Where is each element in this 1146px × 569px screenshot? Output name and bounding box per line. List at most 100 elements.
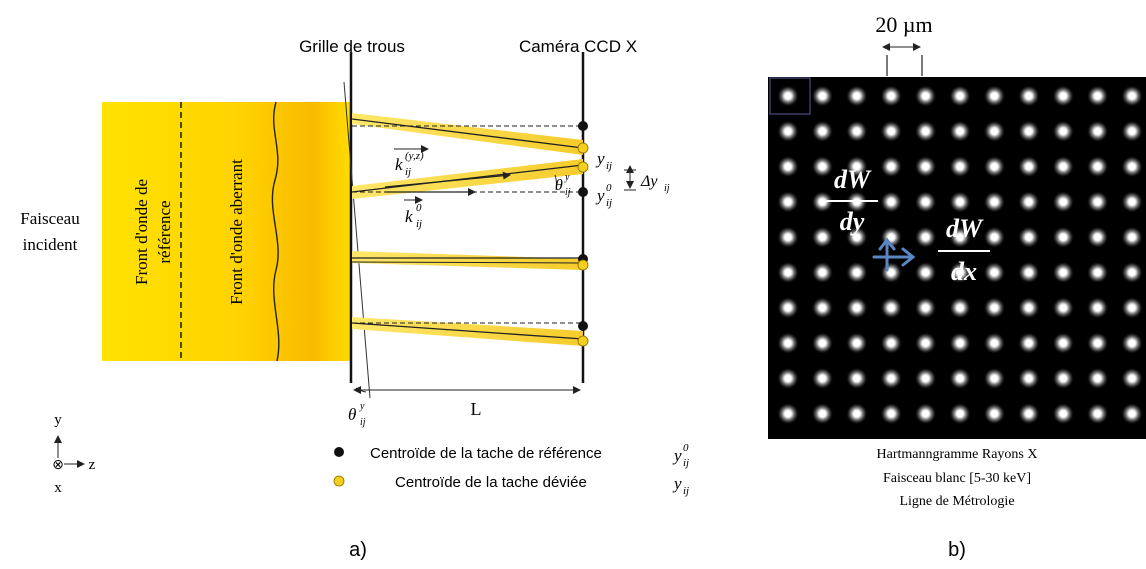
- reference-spot: [578, 321, 588, 331]
- hartmann-spot-core: [784, 410, 792, 417]
- hartmann-spot-core: [991, 339, 998, 347]
- dw-dy-den: dy: [840, 207, 865, 236]
- hartmann-spot-core: [888, 198, 895, 206]
- hartmann-spot-core: [1094, 92, 1101, 100]
- ray-3: [352, 251, 583, 270]
- hartmann-spot-core: [1060, 198, 1067, 206]
- hartmann-spot-core: [1128, 128, 1136, 135]
- hartmann-spot-core: [1060, 410, 1067, 417]
- hartmann-spot-core: [991, 375, 998, 382]
- hartmann-spot-core: [1094, 128, 1101, 135]
- hartmann-spot-core: [1060, 339, 1067, 347]
- hartmann-spot-core: [1060, 128, 1067, 135]
- hartmann-spot-core: [784, 198, 792, 206]
- hartmann-spot-core: [1025, 163, 1033, 170]
- camera-title: Caméra CCD X: [519, 37, 637, 56]
- hartmann-spot-core: [1025, 410, 1033, 417]
- hartmann-spot-core: [1128, 163, 1136, 170]
- delta-sub: ij: [664, 183, 670, 194]
- k-yz-vector: [384, 171, 511, 188]
- hartmann-spot-core: [853, 410, 860, 417]
- hartmann-spot-core: [991, 410, 998, 417]
- y0-label: y: [595, 186, 605, 205]
- hartmann-spot-core: [1025, 375, 1033, 382]
- hartmann-spot-core: [1025, 198, 1033, 206]
- hartmann-spot-core: [1025, 304, 1033, 311]
- panel-a: Front d'onde de référence Front d'onde a…: [20, 37, 689, 561]
- hartmann-spot-core: [819, 128, 826, 135]
- hartmann-spot-core: [1094, 163, 1101, 170]
- legend-ref-sup: 0: [683, 442, 689, 454]
- hartmann-spot-core: [922, 198, 929, 206]
- hartmann-spot-core: [819, 304, 826, 311]
- hartmann-spot-core: [956, 375, 964, 382]
- k0-sup: 0: [416, 202, 422, 214]
- hartmann-spot-core: [888, 163, 895, 170]
- hartmann-spot-core: [819, 375, 826, 382]
- legend-ref-marker: [334, 447, 344, 457]
- grid-theta-label: θ: [348, 405, 356, 424]
- front-reference-label-2: référence: [155, 200, 174, 263]
- hartmann-spot-core: [784, 304, 792, 311]
- hartmann-spot-core: [819, 163, 826, 170]
- beam-label-2: incident: [23, 235, 78, 254]
- hartmann-spot-core: [922, 234, 929, 241]
- front-aberrant-label: Front d'onde aberrant: [227, 159, 246, 305]
- scale-label: 20 µm: [875, 12, 932, 37]
- k-yz-sup: (y,z): [405, 150, 424, 162]
- dw-dy-fraction: dW dy: [826, 165, 878, 236]
- hartmann-spot-core: [922, 163, 929, 170]
- theta-label: θ: [555, 177, 563, 194]
- hartmann-spot-core: [956, 128, 964, 135]
- hartmann-spot-core: [819, 410, 826, 417]
- caption-line-2: Faisceau blanc [5-30 keV]: [883, 471, 1031, 486]
- hartmann-spot-core: [922, 92, 929, 100]
- hartmann-spot-core: [1128, 410, 1136, 417]
- theta-sup: y: [564, 172, 570, 183]
- k-yz-label: k: [395, 155, 403, 174]
- hartmann-spot-core: [853, 339, 860, 347]
- hartmann-spot-core: [1094, 234, 1101, 241]
- hartmann-spot-core: [1094, 410, 1101, 417]
- hartmann-spot-core: [784, 128, 792, 135]
- hartmann-spot-core: [922, 339, 929, 347]
- hartmann-spot-core: [819, 269, 826, 276]
- hartmann-spot-core: [1060, 269, 1067, 276]
- hartmann-spot-core: [888, 269, 895, 276]
- incident-beam: [102, 102, 350, 361]
- hartmann-spot-core: [991, 304, 998, 311]
- hartmann-spot-core: [853, 92, 860, 100]
- hartmann-spot-core: [956, 198, 964, 206]
- hartmann-spot-core: [853, 234, 860, 241]
- aberrant-wavefront: [271, 101, 280, 362]
- legend-dev-symbol: y: [672, 474, 682, 493]
- y0-sup: 0: [606, 182, 612, 194]
- deviated-spot: [577, 142, 589, 154]
- hartmann-spot-core: [991, 92, 998, 100]
- deviated-spot: [577, 161, 589, 173]
- hartmann-spot-core: [1025, 128, 1033, 135]
- tilt-line: [343, 81, 371, 399]
- panel-a-label: a): [349, 539, 367, 561]
- hartmann-spots: [777, 85, 1143, 425]
- reference-spot: [578, 121, 588, 131]
- hartmann-spot-core: [888, 339, 895, 347]
- gradient-cross-icon: [872, 237, 916, 272]
- delta-label: Δy: [640, 173, 658, 190]
- deviated-spot: [577, 259, 589, 271]
- grid-theta-arc: [355, 387, 367, 393]
- hartmann-spot-core: [991, 234, 998, 241]
- hartmann-spot-core: [1128, 304, 1136, 311]
- hartmann-spot-core: [853, 128, 860, 135]
- caption-line-3: Ligne de Métrologie: [899, 494, 1014, 509]
- panel-b-label: b): [948, 539, 966, 561]
- camera-spots: [577, 121, 589, 347]
- hartmann-spot-core: [956, 269, 964, 276]
- hartmann-spot-core: [922, 128, 929, 135]
- hartmann-spot-core: [1094, 269, 1101, 276]
- hartmann-spot-core: [888, 410, 895, 417]
- hartmann-spot-core: [1094, 375, 1101, 382]
- y0-sub: ij: [606, 197, 612, 209]
- hartmann-spot-core: [1128, 234, 1136, 241]
